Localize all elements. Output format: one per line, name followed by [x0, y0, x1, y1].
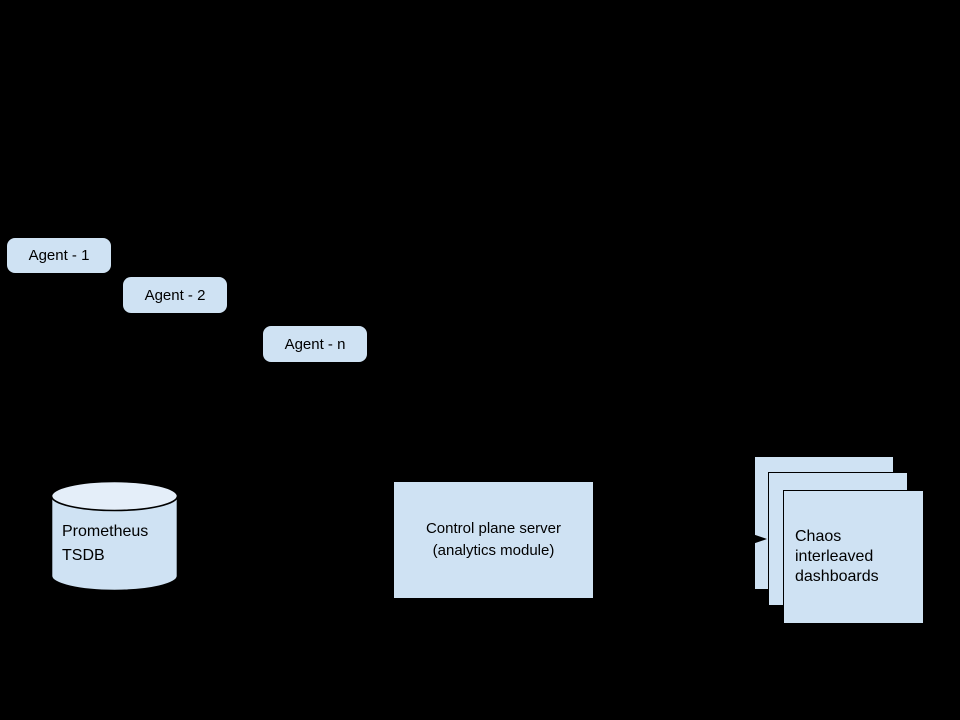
cylinder-shape-icon — [50, 480, 179, 592]
node-agent-n: Agent - n — [263, 326, 367, 362]
dashboards-label-line-1: Chaos — [795, 528, 842, 545]
datastore-label-line-1: Prometheus — [62, 523, 149, 540]
node-dashboards-stack: Chaos interleaved dashboards — [754, 456, 925, 625]
dashboards-label-line-3: dashboards — [795, 568, 879, 585]
node-agent-n-label: Agent - n — [284, 335, 346, 353]
node-control-plane-server: Control plane server (analytics module) — [393, 481, 594, 599]
node-agent-1: Agent - 1 — [7, 238, 111, 273]
connector-arrow — [594, 532, 767, 546]
control-plane-label-line-2: (analytics module) — [432, 542, 555, 559]
node-prometheus-tsdb-label: Prometheus TSDB — [62, 520, 148, 568]
dashboard-card-front: Chaos interleaved dashboards — [783, 490, 924, 624]
control-plane-label-line-1: Control plane server — [425, 520, 562, 537]
node-agent-2: Agent - 2 — [123, 277, 227, 313]
node-prometheus-tsdb: Prometheus TSDB — [50, 480, 179, 608]
node-agent-1-label: Agent - 1 — [28, 247, 90, 264]
datastore-label-line-2: TSDB — [62, 547, 105, 564]
node-agent-2-label: Agent - 2 — [144, 286, 206, 304]
dashboards-label-line-2: interleaved — [795, 548, 874, 565]
cylinder-top — [50, 480, 179, 512]
